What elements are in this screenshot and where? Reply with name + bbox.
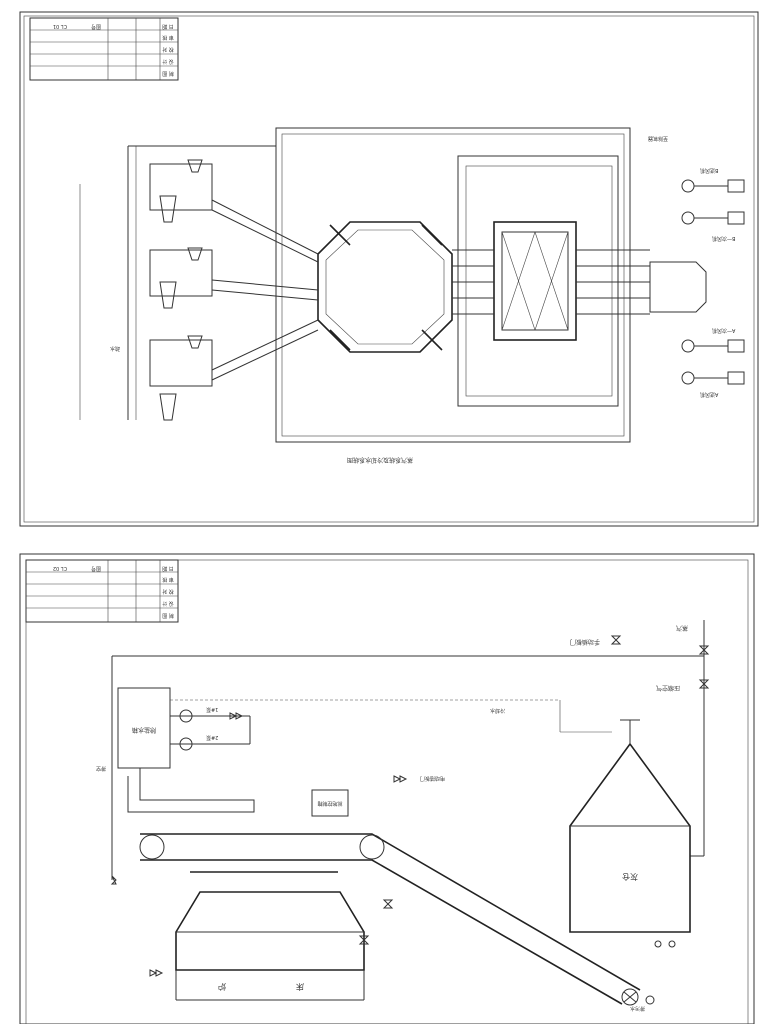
- sheet1-tb-row2: 校 对: [162, 46, 174, 53]
- sheet2-outer-frame: [19, 553, 755, 1025]
- sheet2-control-panel: [311, 789, 349, 817]
- sheet1-central-vessel: [317, 221, 453, 353]
- sheet2-drawing-no: CL 02: [53, 565, 67, 571]
- sheet1-fan-3: [681, 339, 695, 353]
- sheet2-tb-row0: 日 期: [162, 565, 174, 571]
- sheet2-tb-row3: 设 计: [162, 600, 174, 607]
- sheet2-silo: 灰仓: [569, 719, 691, 1005]
- sheet1-title-block: 日 期 审 核 校 对 设 计 制 图 CL 01 图号: [29, 17, 179, 81]
- sheet2-inner-frame: [25, 559, 749, 1025]
- sheet1-tb-row3: 设 计: [162, 58, 174, 65]
- sheet1-drawing-no: CL 01: [53, 23, 67, 29]
- sheet1-fan-1: [681, 179, 695, 193]
- sheet2-label-water: 冷却水: [490, 707, 505, 714]
- sheet2-label-pump-b: 2#泵: [206, 734, 218, 740]
- sheet1-inner-frame: [23, 15, 755, 523]
- sheet1-piping: [79, 127, 650, 443]
- sheet2-tb-row4: 制 图: [162, 612, 174, 619]
- sheet1-label-steam: 至除氧器: [648, 135, 668, 142]
- sheet1-pump-station-1: [149, 163, 213, 211]
- sheet2-label-furnace: 炉: [218, 982, 226, 992]
- sheet1-pump-stations: [149, 159, 213, 421]
- sheet1-pump-station-3: [149, 339, 213, 387]
- sheet1-pump-station-2: [149, 249, 213, 297]
- sheet1-fan-4: [681, 371, 695, 385]
- sheet1-tb-row4: 制 图: [162, 70, 174, 77]
- sheet1-label-b-fan: B送风机: [700, 167, 718, 174]
- sheet2-label-gate1: 手动插板门: [570, 638, 600, 646]
- sheet1-sheet-label: 图号: [91, 23, 101, 29]
- sheet2-label-silo: 灰仓: [622, 872, 638, 882]
- sheet1-fans: B送风机 B一次风机 A一次风机 A送风机 至除氧器 疏水: [110, 135, 745, 398]
- sheet1: 日 期 审 核 校 对 设 计 制 图 CL 01 图号: [19, 11, 759, 527]
- sheet2-label-tank: 除盐水箱: [132, 726, 156, 734]
- sheet1-label-a-fan: A送风机: [700, 391, 718, 398]
- sheet2-sheet-label: 图号: [91, 565, 101, 571]
- sheet2-furnace: 炉 床: [175, 891, 365, 1001]
- sheet2-drive-pulley: [621, 988, 639, 1006]
- sheet2-label-air: 压缩空气: [656, 684, 680, 692]
- sheet2-return-pipe: [127, 768, 255, 813]
- sheet1-tb-row1: 审 核: [162, 34, 174, 41]
- sheet2-label-gate2: 电动插板门: [420, 775, 445, 782]
- sheet2-tb-row1: 审 核: [162, 576, 174, 583]
- sheet1-label-drain: 疏水: [110, 345, 120, 352]
- sheet2-label-bed: 床: [296, 982, 304, 992]
- sheet2-tb-row2: 校 对: [162, 588, 174, 595]
- sheet1-label-b-line: B一次风机: [712, 235, 735, 242]
- sheet2-label-steam: 蒸汽: [676, 624, 688, 632]
- sheet1-tb-row0: 日 期: [162, 23, 174, 29]
- sheet2-label-pump-a: 1#泵: [206, 706, 218, 712]
- sheet2-water-tank: 除盐水箱 1#泵 2#泵: [117, 687, 251, 769]
- sheet2-label-panel: 就地控制箱: [317, 800, 342, 807]
- sheet1-fan-2: [681, 211, 695, 225]
- sheet2-label-vent: 排空: [96, 765, 106, 772]
- sheet1-air-heater: [649, 261, 707, 313]
- sheet1-label-a-line: A一次风机: [712, 327, 735, 334]
- sheet2-label-drain: 排污水: [630, 1005, 645, 1012]
- sheet1-outer-frame: [19, 11, 759, 527]
- sheet2-title-block: 日 期 审 核 校 对 设 计 制 图 CL 02 图号: [25, 559, 179, 623]
- sheet2: 日 期 审 核 校 对 设 计 制 图 CL 02 图号 除盐水箱 1#泵 2#…: [19, 553, 755, 1025]
- sheet2-conveyor: [139, 833, 641, 1006]
- sheet1-caption: 蒸汽系统及冷却水系统图: [347, 456, 413, 464]
- sheet1-heat-exchanger: [493, 221, 577, 341]
- sheet2-valves: [110, 635, 710, 977]
